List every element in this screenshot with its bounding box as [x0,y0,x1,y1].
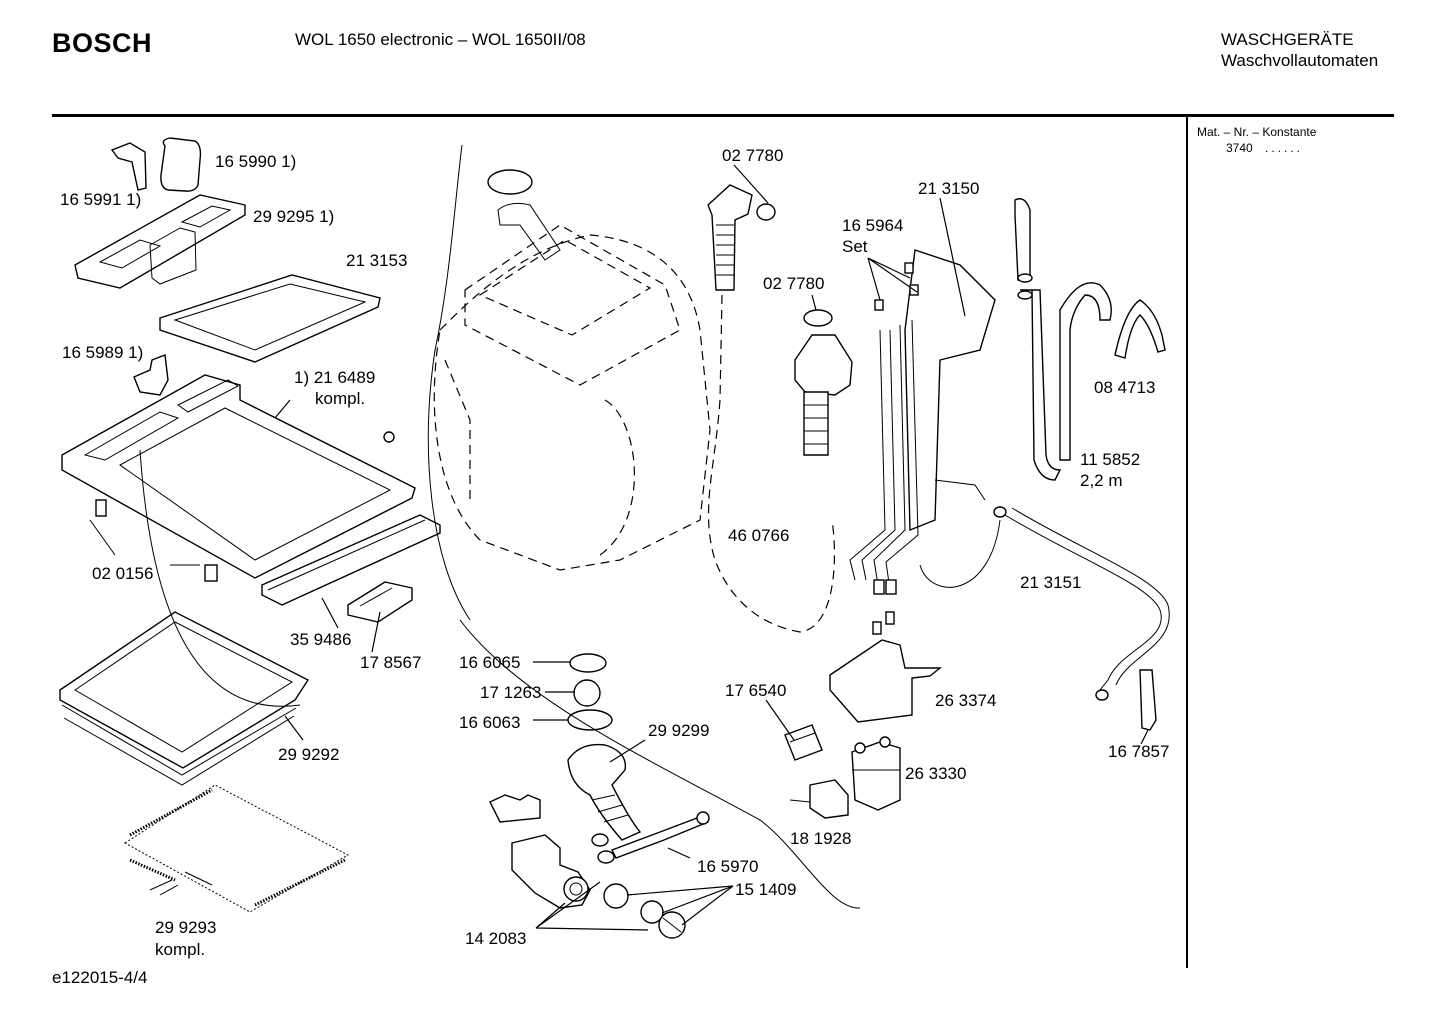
tub-assembly-drawing [427,144,711,621]
label-11-5852: 11 5852 [1080,450,1140,469]
label-21-3151: 21 3151 [1020,573,1081,592]
filter-caps-drawing [603,883,686,939]
label-21-3150: 21 3150 [918,179,979,198]
model-title: WOL 1650 electronic – WOL 1650II/08 [295,30,586,49]
door-hinge-rail-drawing [261,514,441,606]
label-set: Set [842,237,868,256]
leader-lines [274,164,1149,931]
label-02-0156: 02 0156 [92,564,153,583]
guide-clip-drawing [133,354,169,396]
label-16-6065: 16 6065 [459,653,520,672]
lid-connector-line [139,449,301,707]
label-16-5989: 16 5989 1) [62,343,143,362]
lid-seal-frame-drawing [59,611,310,786]
label-16-7857: 16 7857 [1108,742,1169,761]
header-rule [52,114,1394,117]
label-21-6489: 1) 21 6489 [294,368,375,387]
side-panel-rule [1186,117,1188,968]
pressure-switch-holder-drawing [829,611,942,723]
lid-spring-set-drawing [124,784,350,913]
label-17-6540: 17 6540 [725,681,786,700]
detergent-inlet-drawing [794,309,853,456]
label-46-0766: 46 0766 [728,526,789,545]
label-29-9299: 29 9299 [648,721,709,740]
hose-bracket-drawing [1114,299,1166,359]
solenoid-valve-drawing [851,736,901,811]
label-29-9292: 29 9292 [278,745,339,764]
label-2-2-m: 2,2 m [1080,471,1123,490]
drawing-code: e122015-4/4 [52,968,148,987]
exploded-view-drawing: 16 5990 1) 16 5991 1) 29 9295 1) 21 3153… [59,137,1170,959]
drain-hose-dashed [707,294,836,633]
mat-nr-value: 3740 [1226,141,1253,155]
label-14-2083: 14 2083 [465,929,526,948]
door-lock-switch-drawing [347,581,413,623]
hose-connector-drawing [591,811,710,864]
label-29-9293: 29 9293 [155,918,216,937]
top-frame-drawing [61,374,416,582]
pump-motor-drawing [489,794,591,909]
suppressor-drawing [789,779,849,819]
label-16-5970: 16 5970 [697,857,758,876]
label-16-5991: 16 5991 1) [60,190,141,209]
label-26-3330: 26 3330 [905,764,966,783]
pump-sump-drawing [459,619,861,909]
label-26-3374: 26 3374 [935,691,996,710]
label-29-9295: 29 9295 1) [253,207,334,226]
label-35-9486: 35 9486 [290,630,351,649]
label-16-6063: 16 6063 [459,713,520,732]
detergent-drawer-drawing [74,194,246,289]
label-17-8567: 17 8567 [360,653,421,672]
label-kompl-springs: kompl. [155,940,205,959]
mat-nr-dots: ...... [1265,141,1304,155]
label-kompl-frame: kompl. [315,389,365,408]
leader-02-0156 [89,519,200,566]
hose-clip-drawing [1139,669,1157,731]
label-16-5990: 16 5990 1) [215,152,296,171]
interference-filter-drawing [784,724,823,761]
category-line-2: Waschvollautomaten [1221,51,1379,70]
label-02-7780-lower: 02 7780 [763,274,824,293]
label-08-4713: 08 4713 [1094,378,1155,397]
category-line-1: WASCHGERÄTE [1221,30,1354,49]
label-21-3153: 21 3153 [346,251,407,270]
label-17-1263: 17 1263 [480,683,541,702]
water-inlet-pipes-drawing [849,249,1001,595]
label-16-5964: 16 5964 [842,216,903,235]
label-02-7780-upper: 02 7780 [722,146,783,165]
drain-hose-long-drawing [993,506,1170,701]
mat-nr-title: Mat. – Nr. – Konstante [1197,125,1317,139]
label-15-1409: 15 1409 [735,880,796,899]
elbow-hose-upper-drawing [707,184,776,291]
brand-logo: BOSCH [52,28,153,58]
drawer-clip-drawing [110,137,202,192]
overflow-hose-drawing [1014,198,1112,481]
label-18-1928: 18 1928 [790,829,851,848]
drawer-tray-drawing [159,274,381,363]
